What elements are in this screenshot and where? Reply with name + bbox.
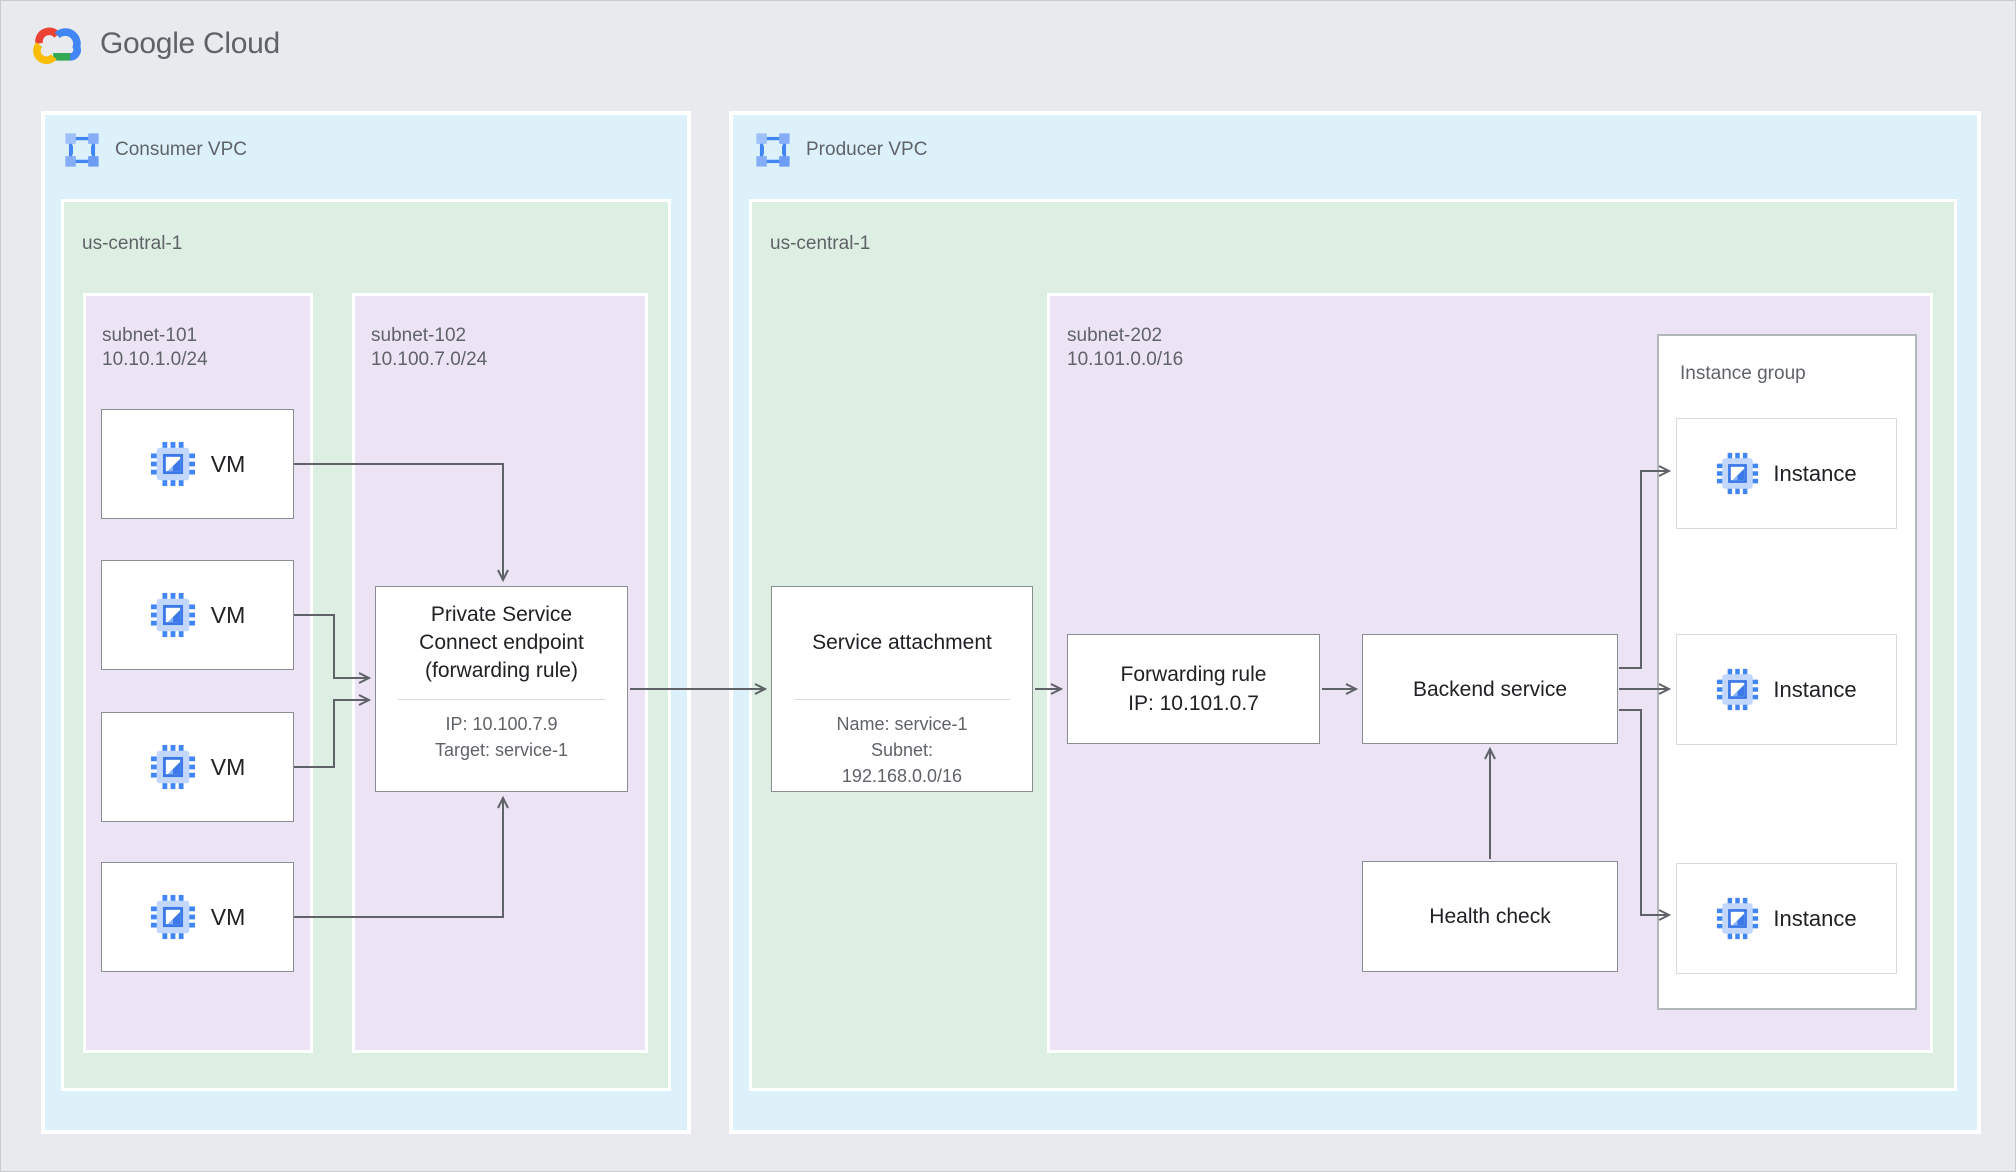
psc-target: Target: service-1 bbox=[434, 740, 569, 760]
producer-vpc-label: Producer VPC bbox=[806, 139, 928, 160]
compute-chip-icon bbox=[150, 592, 196, 638]
health-check-node: Health check bbox=[1362, 861, 1618, 972]
psc-title-line3: (forwarding rule) bbox=[425, 659, 578, 682]
compute-chip-icon bbox=[150, 894, 196, 940]
service-attachment-details: Name: service-1 Subnet: 192.168.0.0/16 bbox=[836, 711, 967, 789]
forwarding-rule-ip: IP: 10.101.0.7 bbox=[1128, 692, 1259, 715]
subnet-101-name: subnet-101 bbox=[102, 325, 198, 346]
instance-label: Instance bbox=[1773, 460, 1857, 486]
subnet-102-cidr: 10.100.7.0/24 bbox=[371, 349, 488, 370]
subnet-202-label: subnet-202 10.101.0.0/16 bbox=[1067, 324, 1183, 372]
service-attachment-subnet-cidr: 192.168.0.0/16 bbox=[841, 766, 963, 786]
service-attachment-node: Service attachment Name: service-1 Subne… bbox=[771, 586, 1033, 792]
google-cloud-logo-icon bbox=[33, 27, 81, 64]
subnet-202-cidr: 10.101.0.0/16 bbox=[1067, 349, 1184, 370]
google-cloud-wordmark: Google Cloud bbox=[100, 27, 280, 60]
instance-group-box: Instance group Instance Instance Instanc… bbox=[1657, 334, 1917, 1010]
google-cloud-logo: Google Cloud bbox=[31, 23, 280, 65]
vm-label: VM bbox=[210, 753, 246, 780]
compute-chip-icon bbox=[150, 744, 196, 790]
instance-node-3: Instance bbox=[1676, 863, 1897, 974]
compute-chip-icon bbox=[1716, 668, 1759, 711]
vpc-network-icon bbox=[63, 131, 101, 169]
subnet-202-name: subnet-202 bbox=[1067, 325, 1163, 346]
instance-group-label: Instance group bbox=[1680, 363, 1806, 384]
instance-node-2: Instance bbox=[1676, 634, 1897, 745]
vm-node-3: VM bbox=[101, 712, 294, 822]
compute-chip-icon bbox=[150, 441, 196, 487]
instance-label: Instance bbox=[1773, 905, 1857, 931]
health-check-title: Health check bbox=[1429, 905, 1551, 928]
backend-service-node: Backend service bbox=[1362, 634, 1618, 744]
compute-chip-icon bbox=[1716, 452, 1759, 495]
vm-label: VM bbox=[210, 601, 246, 628]
consumer-vpc-label: Consumer VPC bbox=[115, 139, 247, 160]
instance-label: Instance bbox=[1773, 676, 1857, 702]
service-attachment-name: Name: service-1 bbox=[836, 714, 968, 734]
forwarding-rule-node: Forwarding rule IP: 10.101.0.7 bbox=[1067, 634, 1320, 744]
psc-endpoint-details: IP: 10.100.7.9 Target: service-1 bbox=[435, 711, 568, 763]
psc-title-line1: Private Service bbox=[430, 603, 573, 626]
subnet-101-cidr: 10.10.1.0/24 bbox=[102, 349, 208, 370]
vm-node-4: VM bbox=[101, 862, 294, 972]
subnet-101-label: subnet-101 10.10.1.0/24 bbox=[102, 324, 208, 372]
vm-label: VM bbox=[210, 450, 246, 477]
psc-ip: IP: 10.100.7.9 bbox=[445, 714, 558, 734]
vm-node-2: VM bbox=[101, 560, 294, 670]
consumer-vpc-header: Consumer VPC bbox=[63, 129, 247, 171]
subnet-102-label: subnet-102 10.100.7.0/24 bbox=[371, 324, 487, 372]
service-attachment-title: Service attachment bbox=[812, 631, 992, 654]
forwarding-rule-title: Forwarding rule bbox=[1120, 663, 1267, 686]
vm-node-1: VM bbox=[101, 409, 294, 519]
consumer-region-label: us-central-1 bbox=[82, 233, 183, 254]
subnet-102-name: subnet-102 bbox=[371, 325, 467, 346]
divider bbox=[398, 699, 605, 700]
psc-title-line2: Connect endpoint bbox=[419, 631, 584, 654]
producer-region-label: us-central-1 bbox=[770, 233, 871, 254]
service-attachment-subnet-label: Subnet: bbox=[870, 740, 934, 760]
divider bbox=[794, 699, 1010, 700]
vm-label: VM bbox=[210, 903, 246, 930]
producer-vpc-header: Producer VPC bbox=[754, 129, 927, 171]
instance-node-1: Instance bbox=[1676, 418, 1897, 529]
backend-service-title: Backend service bbox=[1412, 677, 1568, 701]
compute-chip-icon bbox=[1716, 897, 1759, 940]
vpc-network-icon bbox=[754, 131, 792, 169]
